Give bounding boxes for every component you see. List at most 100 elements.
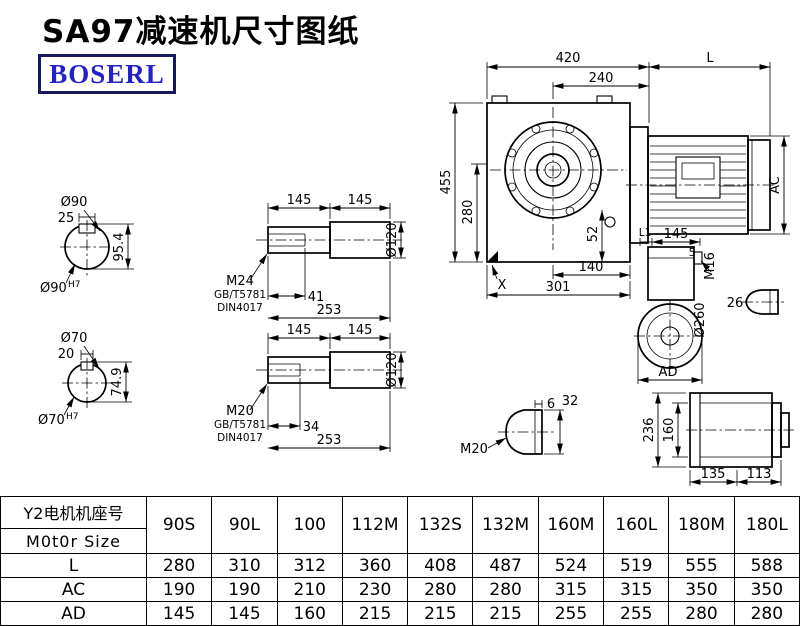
row-label: AC bbox=[0, 577, 147, 602]
thread-m24: M24 bbox=[226, 274, 254, 289]
cell: 312 bbox=[276, 553, 343, 578]
fit-sup-90h7: H7 bbox=[68, 280, 81, 290]
dim-5: 5 bbox=[689, 247, 696, 259]
table-row-L: L 280 310 312 360 408 487 524 519 555 58… bbox=[0, 553, 800, 578]
fit-sup-70h7: H7 bbox=[66, 412, 79, 422]
dim-145-b: 145 bbox=[348, 193, 373, 208]
dim-420: 420 bbox=[556, 51, 581, 66]
dim-145-c: 145 bbox=[287, 323, 312, 338]
cell: 215 bbox=[472, 601, 539, 626]
column-header: 90L bbox=[211, 496, 278, 554]
cell: 588 bbox=[733, 553, 800, 578]
thread-m16: M16 bbox=[703, 252, 718, 280]
column-header: 132S bbox=[407, 496, 474, 554]
cell: 408 bbox=[407, 553, 474, 578]
cell: 310 bbox=[211, 553, 278, 578]
main-view-dimensions: 420 L 240 455 280 52 AC 140 301 bbox=[439, 51, 790, 299]
motor-size-header-cn: Y2电机机座号 bbox=[1, 497, 146, 529]
std-din4017-bottom: DIN4017 bbox=[217, 432, 263, 444]
dim-32: 32 bbox=[562, 394, 579, 409]
cell: 255 bbox=[603, 601, 670, 626]
dim-AD: AD bbox=[659, 365, 678, 380]
cell: 280 bbox=[668, 601, 735, 626]
std-gbt5781-top: GB/T5781 bbox=[214, 289, 266, 301]
cell: 210 bbox=[276, 577, 343, 602]
dim-keywidth-20: 20 bbox=[58, 347, 75, 362]
cell: 524 bbox=[537, 553, 605, 578]
dim-34: 34 bbox=[303, 420, 320, 435]
motor-size-header-en: M0t0r Size bbox=[26, 532, 121, 551]
dim-113: 113 bbox=[747, 467, 772, 482]
dim-236: 236 bbox=[642, 418, 657, 443]
cell: 190 bbox=[211, 577, 278, 602]
thread-m20-tip: M20 bbox=[460, 442, 488, 457]
cell: 160 bbox=[276, 601, 343, 626]
motor-nameplate bbox=[675, 156, 721, 199]
main-view: 420 L 240 455 280 52 AC 140 301 bbox=[439, 51, 790, 299]
cell: 350 bbox=[668, 577, 735, 602]
dim-keywidth-25: 25 bbox=[58, 211, 75, 226]
fit-label-70h7: Ø70 bbox=[38, 413, 65, 428]
boserl-logo: BOSERL bbox=[38, 54, 176, 94]
dim-253-top: 253 bbox=[317, 303, 342, 318]
dim-41: 41 bbox=[308, 290, 325, 305]
column-header: 160L bbox=[603, 496, 670, 554]
std-din4017-top: DIN4017 bbox=[217, 302, 263, 314]
dim-253-bottom: 253 bbox=[317, 433, 342, 448]
dim-52: 52 bbox=[586, 226, 601, 243]
row-label: L bbox=[0, 553, 147, 578]
cell: 280 bbox=[472, 577, 539, 602]
shaft-end-view-70: 20 Ø70 74.9 Ø70 H7 bbox=[38, 331, 132, 428]
dim-dia-120-bottom: Ø120 bbox=[385, 352, 400, 387]
cell: 215 bbox=[407, 601, 474, 626]
cell: 360 bbox=[341, 553, 409, 578]
dim-dia-90: Ø90 bbox=[61, 195, 88, 210]
table-header-row: Y2电机机座号 M0t0r Size 90S 90L 100 112M 132S… bbox=[0, 496, 800, 554]
hollow-shaft-drawing-top: 145 145 Ø120 M24 GB/T5781 DIN4017 41 253 bbox=[214, 193, 406, 322]
cell: 487 bbox=[472, 553, 539, 578]
hollow-shaft-drawing-bottom: 145 145 Ø120 M20 GB/T5781 DIN4017 34 253 bbox=[214, 323, 406, 452]
dim-AC: AC bbox=[768, 176, 783, 194]
cell: 350 bbox=[733, 577, 800, 602]
dim-145-side: 145 bbox=[664, 227, 689, 242]
cell: 145 bbox=[145, 601, 213, 626]
dim-26: 26 bbox=[727, 296, 744, 311]
cell: 280 bbox=[733, 601, 800, 626]
cell: 315 bbox=[603, 577, 670, 602]
column-header: 160M bbox=[537, 496, 605, 554]
column-header: 112M bbox=[341, 496, 409, 554]
cell: 555 bbox=[668, 553, 735, 578]
column-header: 90S bbox=[145, 496, 213, 554]
column-header: 100 bbox=[276, 496, 343, 554]
fit-label-90h7: Ø90 bbox=[40, 281, 67, 296]
motor-shaft-tip-detail: 26 bbox=[727, 289, 784, 315]
cell: 280 bbox=[145, 553, 213, 578]
x-marker-triangle bbox=[487, 251, 498, 262]
gearbox-housing bbox=[486, 95, 631, 263]
dim-95-4: 95.4 bbox=[112, 233, 127, 262]
dim-135: 135 bbox=[701, 467, 726, 482]
dim-L1: L1 bbox=[639, 227, 652, 239]
boserl-logo-text: BOSERL bbox=[49, 58, 165, 89]
column-header: 132M bbox=[472, 496, 539, 554]
cell: 315 bbox=[537, 577, 605, 602]
dim-160: 160 bbox=[662, 418, 677, 443]
dim-dia-120-top: Ø120 bbox=[385, 222, 400, 257]
cell: 255 bbox=[537, 601, 605, 626]
dim-301: 301 bbox=[546, 280, 571, 295]
label-X: X bbox=[498, 278, 507, 293]
cell: 230 bbox=[341, 577, 409, 602]
column-header: 180M bbox=[668, 496, 735, 554]
dim-455: 455 bbox=[439, 170, 454, 195]
dim-145-d: 145 bbox=[348, 323, 373, 338]
column-header: 180L bbox=[733, 496, 800, 554]
row-label: AD bbox=[0, 601, 147, 626]
dim-L: L bbox=[706, 51, 714, 66]
motor-size-table: Y2电机机座号 M0t0r Size 90S 90L 100 112M 132S… bbox=[0, 496, 800, 626]
dim-145-a: 145 bbox=[287, 193, 312, 208]
cell: 145 bbox=[211, 601, 278, 626]
std-gbt5781-bottom: GB/T5781 bbox=[214, 419, 266, 431]
shaft-end-view-90: 25 Ø90 95.4 Ø90 H7 bbox=[40, 195, 134, 296]
dim-240: 240 bbox=[589, 71, 614, 86]
dimension-drawing: 25 Ø90 95.4 Ø90 H7 20 Ø70 74.9 Ø70 H7 bbox=[38, 51, 794, 486]
